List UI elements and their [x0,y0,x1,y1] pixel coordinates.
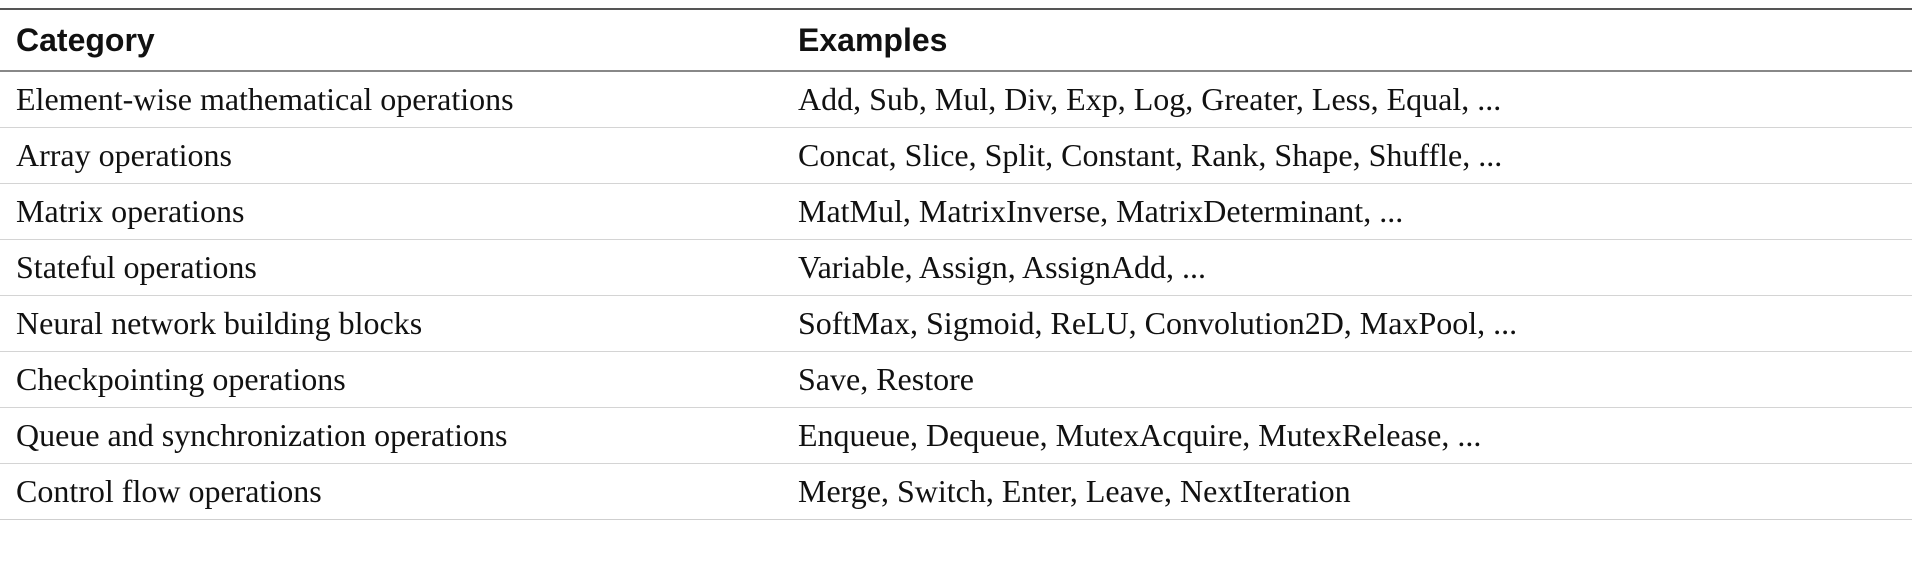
header-category: Category [16,21,155,58]
examples-cell: Save, Restore [798,361,974,397]
examples-cell: Enqueue, Dequeue, MutexAcquire, MutexRel… [798,417,1482,453]
category-cell: Control flow operations [16,473,322,509]
header-examples: Examples [798,21,948,58]
category-cell: Stateful operations [16,249,257,285]
examples-cell: Variable, Assign, AssignAdd, ... [798,249,1206,285]
category-cell: Matrix operations [16,193,245,229]
examples-cell: Concat, Slice, Split, Constant, Rank, Sh… [798,137,1503,173]
category-cell: Element-wise mathematical operations [16,81,514,117]
operations-table: Category Examples Element-wise mathemati… [0,8,1912,520]
examples-cell: Merge, Switch, Enter, Leave, NextIterati… [798,473,1351,509]
table-row: Checkpointing operations Save, Restore [0,352,1912,408]
table-header-row: Category Examples [0,10,1912,72]
category-cell: Queue and synchronization operations [16,417,508,453]
table-row: Matrix operations MatMul, MatrixInverse,… [0,184,1912,240]
category-cell: Array operations [16,137,232,173]
table-row: Neural network building blocks SoftMax, … [0,296,1912,352]
examples-cell: SoftMax, Sigmoid, ReLU, Convolution2D, M… [798,305,1518,341]
table-row: Queue and synchronization operations Enq… [0,408,1912,464]
examples-cell: Add, Sub, Mul, Div, Exp, Log, Greater, L… [798,81,1502,117]
table-row: Array operations Concat, Slice, Split, C… [0,128,1912,184]
category-cell: Neural network building blocks [16,305,423,341]
category-cell: Checkpointing operations [16,361,346,397]
table-row: Element-wise mathematical operations Add… [0,72,1912,128]
table-row: Control flow operations Merge, Switch, E… [0,464,1912,520]
examples-cell: MatMul, MatrixInverse, MatrixDeterminant… [798,193,1404,229]
table-row: Stateful operations Variable, Assign, As… [0,240,1912,296]
